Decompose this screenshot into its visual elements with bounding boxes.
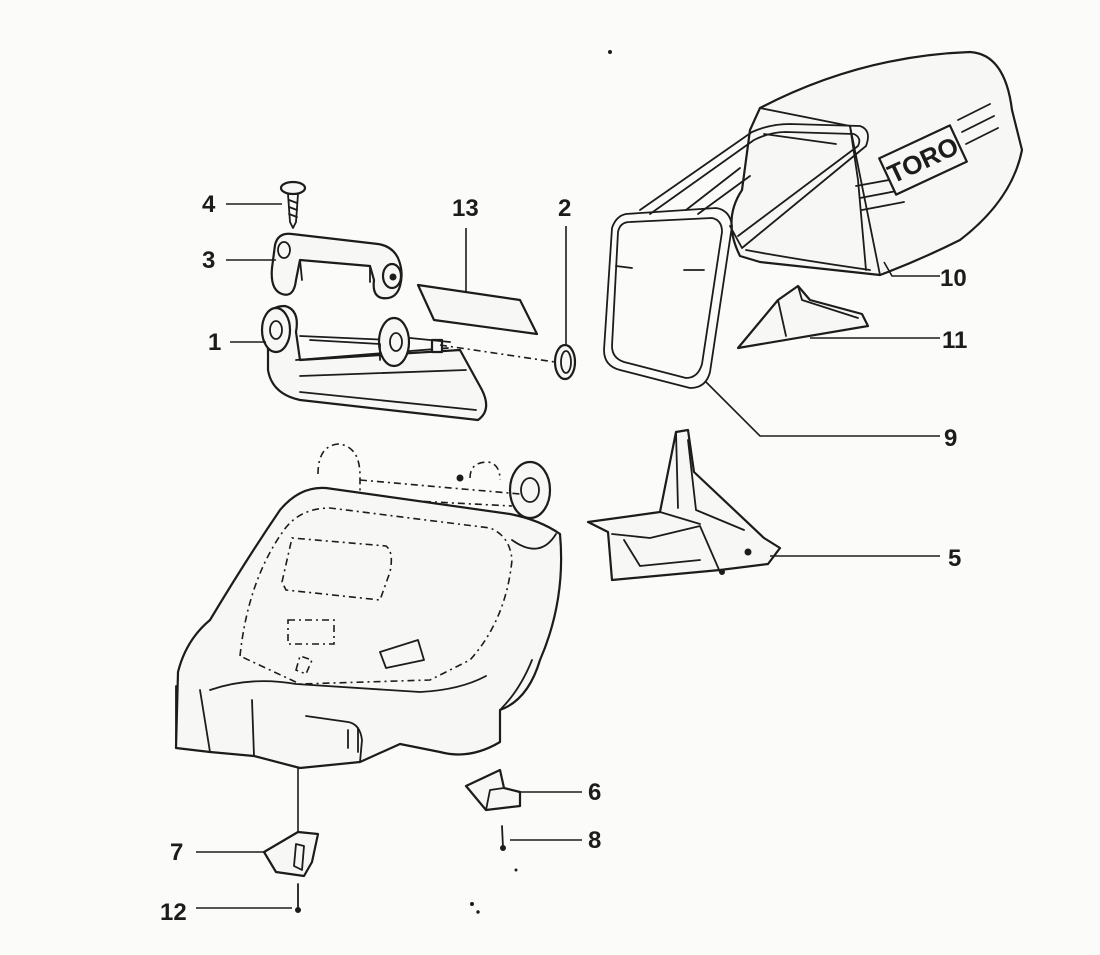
scan-specks <box>470 50 612 914</box>
part-12-screw <box>295 883 301 913</box>
part-5-discharge-chute <box>586 428 782 582</box>
callout-7: 7 <box>170 839 183 866</box>
part-13-decal <box>416 283 539 336</box>
callout-1: 1 <box>208 329 221 356</box>
callout-3: 3 <box>202 247 215 274</box>
callout-2: 2 <box>558 195 571 222</box>
callout-10: 10 <box>940 265 967 292</box>
callout-labels: 4 3 1 13 2 10 11 9 5 6 8 7 12 <box>160 191 967 926</box>
leader-9 <box>705 381 940 437</box>
callout-11: 11 <box>942 327 967 354</box>
callout-12: 12 <box>160 899 187 926</box>
part-6-bracket <box>464 768 522 812</box>
part-1-rear-mount <box>260 304 488 422</box>
callout-9: 9 <box>944 425 957 452</box>
part-9-bag-frame <box>603 123 869 389</box>
part-7-front-bracket <box>262 830 320 878</box>
callout-13: 13 <box>452 195 479 222</box>
part-8-pin <box>500 825 506 851</box>
mower-deck <box>174 443 563 770</box>
part-10-grass-bag: TORO <box>730 50 1024 277</box>
callout-6: 6 <box>588 779 601 806</box>
part-2-ring-clip <box>553 343 577 381</box>
leader-lines <box>196 203 940 909</box>
part-4-screw <box>279 180 307 229</box>
part-3-handle-bracket <box>270 232 403 300</box>
part-11-deflector-plate <box>736 284 870 350</box>
callout-5: 5 <box>948 545 961 572</box>
callout-4: 4 <box>202 191 216 218</box>
assembly-axis-1-2 <box>439 344 556 363</box>
leader-10 <box>883 261 940 277</box>
callout-8: 8 <box>588 827 601 854</box>
